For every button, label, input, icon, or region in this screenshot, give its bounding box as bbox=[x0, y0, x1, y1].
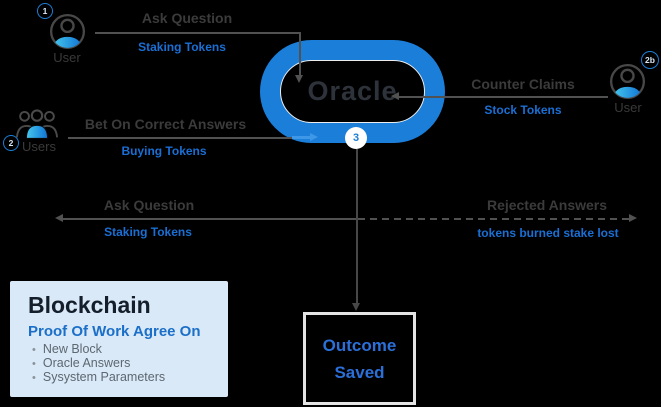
user-icon bbox=[49, 13, 86, 50]
asker-label: User bbox=[53, 50, 81, 65]
oracle-label: Oracle bbox=[307, 76, 398, 106]
rejected-dashed-line bbox=[358, 218, 630, 220]
step-1-badge: 1 bbox=[37, 3, 53, 19]
counter-line bbox=[399, 96, 608, 98]
outcome-saved-node: Outcome Saved bbox=[303, 312, 416, 405]
ask-question-mid-title: Ask Question bbox=[103, 197, 195, 213]
oracle-node: Oracle bbox=[260, 40, 445, 143]
counter-claims-title: Counter Claims bbox=[471, 76, 575, 92]
counter-user-label: User bbox=[614, 100, 642, 115]
step-3-badge: 3 bbox=[345, 127, 367, 149]
blockchain-list-item: New Block bbox=[32, 342, 165, 357]
counter-user-icon bbox=[609, 63, 646, 100]
outcome-connector-line bbox=[356, 149, 358, 304]
rejected-arrowhead bbox=[629, 214, 637, 222]
blockchain-panel: Blockchain Proof Of Work Agree On New Bl… bbox=[10, 281, 228, 397]
blockchain-list-item: Oracle Answers bbox=[32, 357, 165, 371]
blockchain-list-item: Sysystem Parameters bbox=[32, 371, 165, 385]
outcome-arrowhead bbox=[352, 303, 360, 311]
counter-arrowhead bbox=[391, 92, 399, 100]
users-group-icon bbox=[15, 109, 59, 139]
ask-question-top-subtitle: Staking Tokens bbox=[138, 40, 226, 54]
rejected-answers-subtitle: tokens burned stake lost bbox=[477, 226, 619, 240]
bet-title: Bet On Correct Answers bbox=[84, 116, 247, 132]
counter-claims-subtitle: Stock Tokens bbox=[484, 103, 562, 117]
blockchain-list: New Block Oracle Answers Sysystem Parame… bbox=[32, 342, 165, 386]
outcome-line2: Saved bbox=[334, 362, 385, 382]
bet-arrowhead bbox=[310, 133, 318, 141]
rejected-answers-title: Rejected Answers bbox=[486, 197, 608, 213]
bet-line bbox=[68, 137, 292, 139]
ask-top-line-v bbox=[299, 32, 301, 76]
outcome-line1: Outcome bbox=[322, 335, 397, 355]
bet-subtitle: Buying Tokens bbox=[121, 144, 207, 158]
ask-mid-arrowhead bbox=[55, 214, 63, 222]
blockchain-title: Blockchain bbox=[28, 292, 151, 318]
step-2b-badge: 2b bbox=[641, 51, 659, 69]
bettors-label: Users bbox=[22, 139, 56, 154]
oracle-node-inner: Oracle bbox=[280, 60, 425, 123]
ask-top-line-h bbox=[95, 32, 300, 34]
bet-blue-line bbox=[292, 136, 311, 139]
ask-mid-line bbox=[63, 218, 357, 220]
ask-top-arrowhead bbox=[295, 75, 303, 83]
ask-question-mid-subtitle: Staking Tokens bbox=[104, 225, 192, 239]
ask-question-top-title: Ask Question bbox=[141, 10, 233, 26]
blockchain-subtitle: Proof Of Work Agree On bbox=[28, 323, 201, 340]
step-2-badge: 2 bbox=[3, 135, 19, 151]
